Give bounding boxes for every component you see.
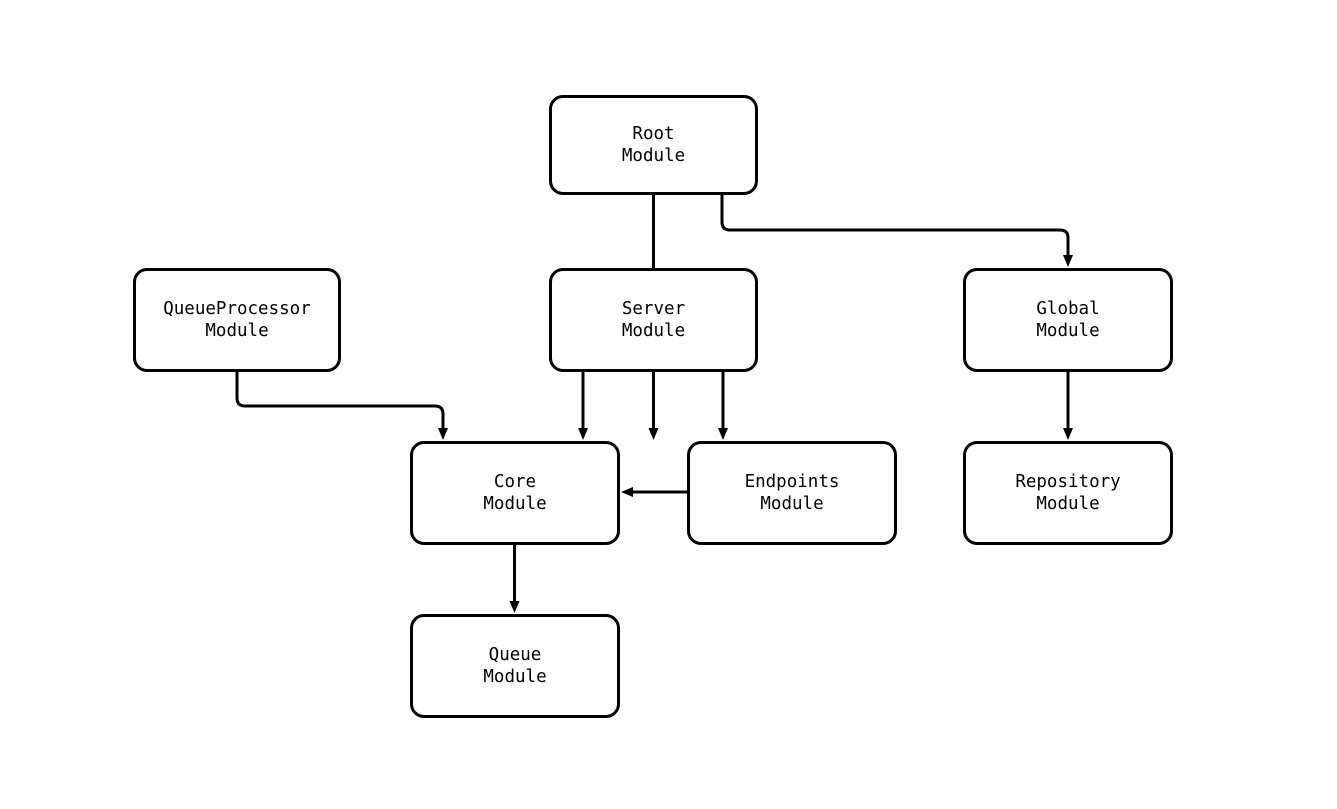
node-queueprocessor-module-line1: QueueProcessor <box>163 299 311 319</box>
node-core-module[interactable]: Core Module <box>410 441 620 545</box>
node-server-module-line1: Server <box>621 299 686 319</box>
node-global-module-line2: Module <box>1036 321 1100 341</box>
node-core-module-line1: Core <box>493 472 537 492</box>
node-queue-module[interactable]: Queue Module <box>410 614 620 718</box>
edge-root-to-global <box>720 195 1073 267</box>
node-repository-module-line2: Module <box>1036 494 1100 514</box>
edge-queueprocessor-to-core <box>235 372 448 440</box>
node-queue-module-line2: Module <box>483 667 547 687</box>
node-endpoints-module[interactable]: Endpoints Module <box>687 441 897 545</box>
node-server-module-line2: Module <box>621 321 686 341</box>
node-server-module[interactable]: Server Module <box>549 268 758 372</box>
node-repository-module-line1: Repository <box>1015 472 1121 492</box>
node-queue-module-line1: Queue <box>488 645 542 665</box>
node-core-module-line2: Module <box>483 494 547 514</box>
node-global-module[interactable]: Global Module <box>963 268 1173 372</box>
node-repository-module[interactable]: Repository Module <box>963 441 1173 545</box>
node-root-module[interactable]: Root Module <box>549 95 758 195</box>
node-endpoints-module-line1: Endpoints <box>744 472 840 492</box>
node-root-module-line2: Module <box>621 146 686 166</box>
node-root-module-line1: Root <box>632 124 675 144</box>
node-global-module-line1: Global <box>1036 299 1100 319</box>
node-queueprocessor-module-line2: Module <box>205 321 269 341</box>
node-queueprocessor-module[interactable]: QueueProcessor Module <box>133 268 341 372</box>
node-endpoints-module-line2: Module <box>760 494 824 514</box>
